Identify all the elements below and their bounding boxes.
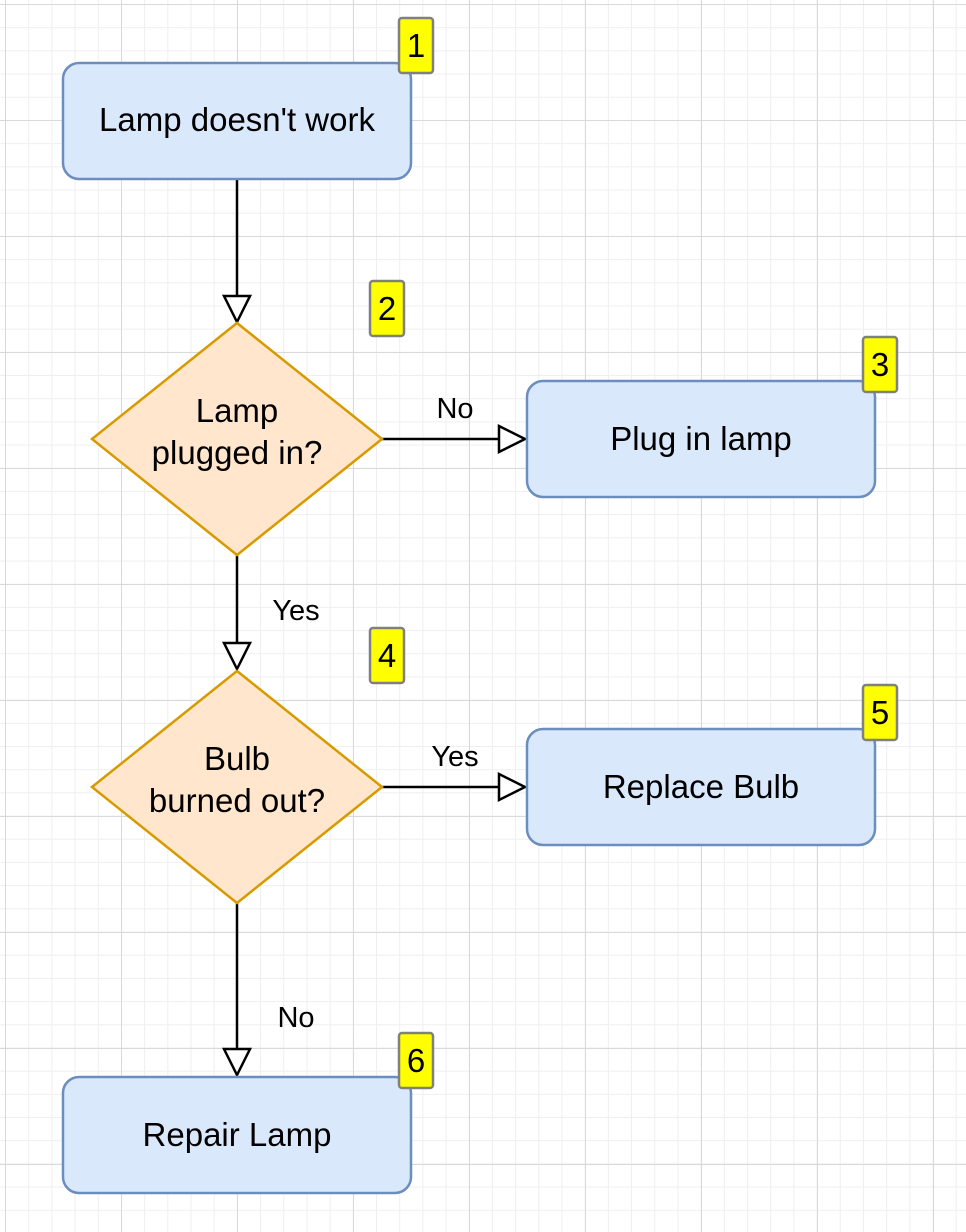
node-repair-lamp-label: Repair Lamp <box>143 1116 332 1153</box>
edge-label-plugged-yes: Yes <box>272 595 319 627</box>
badge-1[interactable]: 1 <box>397 16 435 75</box>
node-plug-in-lamp[interactable]: Plug in lamp <box>525 379 877 499</box>
badge-1-label: 1 <box>407 27 425 64</box>
badge-6[interactable]: 6 <box>397 1031 435 1090</box>
node-plug-in-lamp-label: Plug in lamp <box>610 420 792 457</box>
badge-4[interactable]: 4 <box>368 626 406 685</box>
node-replace-bulb-label: Replace Bulb <box>603 768 799 805</box>
node-lamp-doesnt-work[interactable]: Lamp doesn't work <box>61 61 413 181</box>
arrowhead-repair <box>221 1047 253 1078</box>
decision-lamp-plugged-in[interactable]: Lamp plugged in? <box>89 321 385 557</box>
edge-label-bulb-no: No <box>277 1002 314 1034</box>
arrowhead-plug-in <box>497 423 528 455</box>
node-lamp-doesnt-work-label: Lamp doesn't work <box>99 101 375 138</box>
edge-label-bulb-yes: Yes <box>431 741 478 773</box>
badge-2-label: 2 <box>378 290 396 327</box>
decision-bulb-burned-out-label-1: Bulb <box>204 740 270 777</box>
arrowhead-bulb <box>221 641 253 672</box>
badge-6-label: 6 <box>407 1042 425 1079</box>
badge-4-label: 4 <box>378 637 396 674</box>
node-replace-bulb[interactable]: Replace Bulb <box>525 727 877 847</box>
edges <box>221 179 528 1078</box>
badge-3-label: 3 <box>871 346 889 383</box>
badge-5[interactable]: 5 <box>861 683 899 742</box>
arrowhead-plugged <box>221 294 253 325</box>
decision-bulb-burned-out-label-2: burned out? <box>149 782 325 819</box>
badge-2[interactable]: 2 <box>368 279 406 338</box>
decision-lamp-plugged-in-label-2: plugged in? <box>152 434 323 471</box>
arrowhead-replace <box>497 771 528 803</box>
edge-label-plugged-no: No <box>436 393 473 425</box>
badge-5-label: 5 <box>871 694 889 731</box>
node-repair-lamp[interactable]: Repair Lamp <box>61 1075 413 1195</box>
badge-3[interactable]: 3 <box>861 335 899 394</box>
decision-bulb-burned-out[interactable]: Bulb burned out? <box>89 669 385 905</box>
decision-lamp-plugged-in-label-1: Lamp <box>196 392 279 429</box>
